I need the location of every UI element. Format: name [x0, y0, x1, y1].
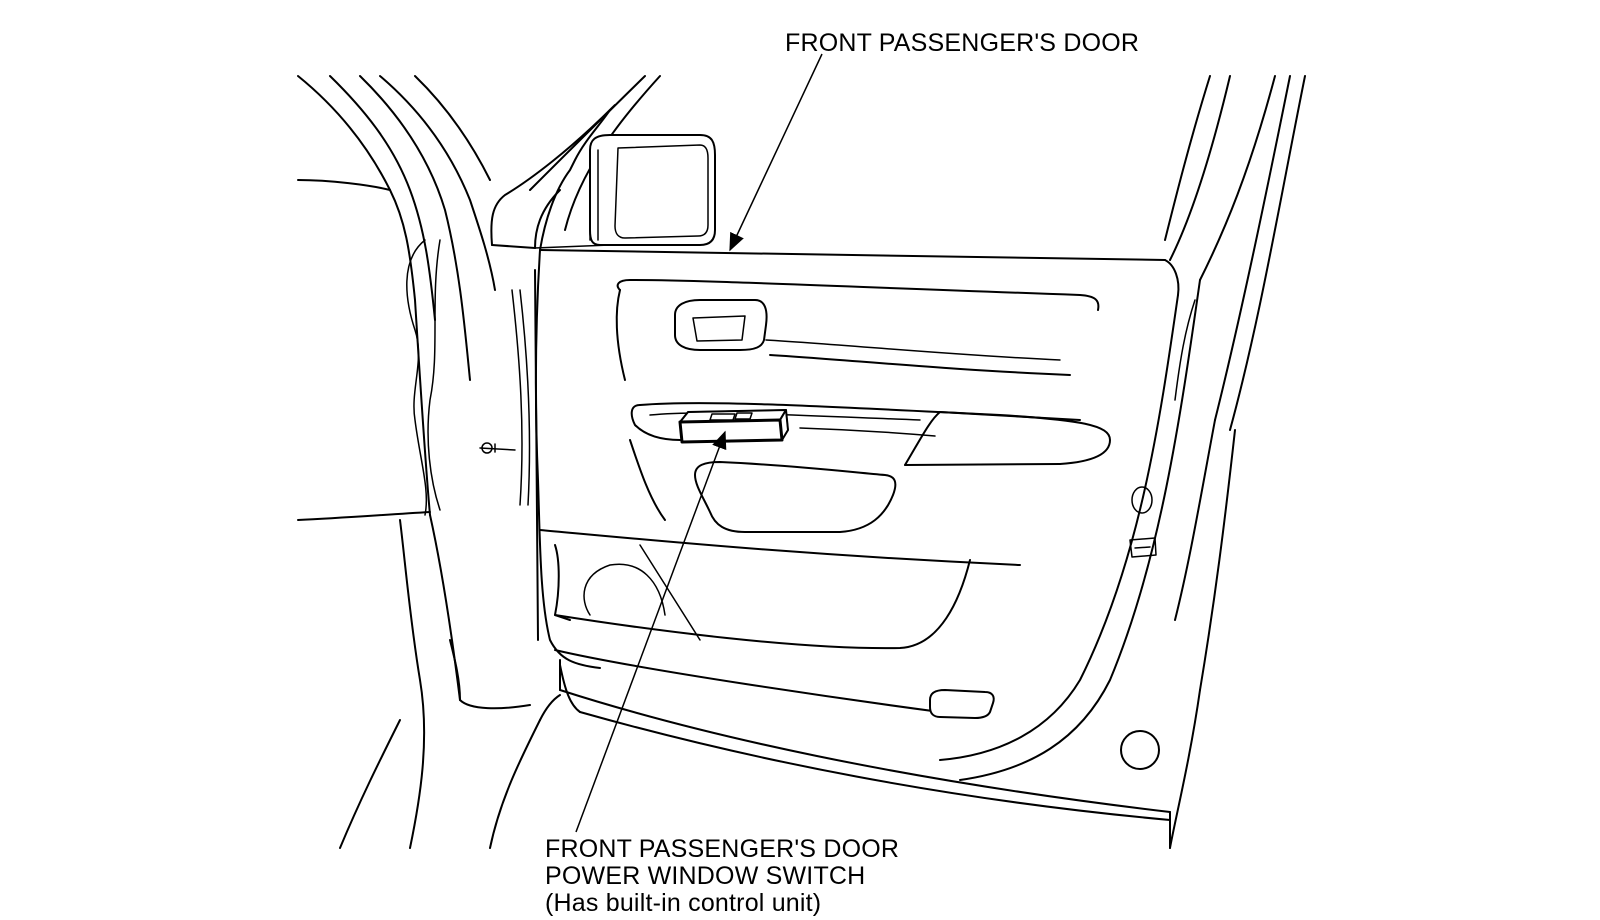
door-leader-line	[729, 53, 823, 252]
switch-leader-line	[575, 430, 727, 833]
door-panel	[534, 249, 1236, 849]
power-window-switch	[678, 409, 789, 444]
switch-label-line1: FRONT PASSENGER'S DOOR	[545, 835, 900, 863]
front-passenger-door-label: FRONT PASSENGER'S DOOR	[785, 29, 1140, 57]
switch-label-line2: POWER WINDOW SWITCH	[545, 862, 866, 890]
power-window-switch-label: FRONT PASSENGER'S DOOR POWER WINDOW SWIT…	[545, 836, 899, 917]
switch-label-line3: (Has built-in control unit)	[545, 889, 822, 917]
vehicle-body	[297, 75, 561, 849]
door-frame	[490, 75, 1306, 431]
